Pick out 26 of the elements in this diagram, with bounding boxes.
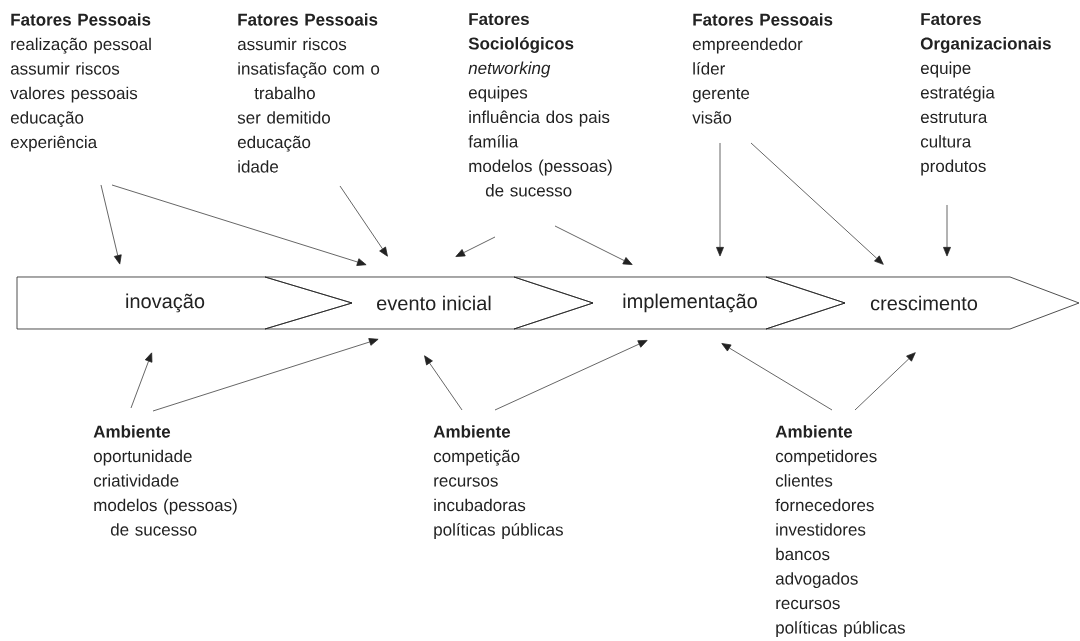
arrow <box>716 142 724 257</box>
arrow <box>943 204 951 257</box>
factor-list: Fatores Pessoais assumir riscos insatisfação com o trabalho ser demitido educação idade <box>237 13 380 173</box>
arrow <box>424 355 463 411</box>
arrow <box>130 352 153 409</box>
factor-list: Fatores Organizacionais equipe estratégia estrutura cultura produtos <box>920 13 1051 176</box>
factor-list: Ambiente oportunidade criatividade modelos (pessoas) de sucesso <box>93 425 237 536</box>
arrow <box>100 184 122 265</box>
factor-list: Ambiente competidores clientes fornecedores investidores bancos advogados recursos políticas públicas <box>775 425 905 638</box>
chevron-stage: inovação <box>16 276 353 330</box>
arrow <box>750 142 884 265</box>
arrow <box>494 340 648 411</box>
chevron-stage: crescimento <box>765 276 1080 330</box>
arrow <box>721 343 833 411</box>
arrow <box>455 236 496 257</box>
factor-list: Fatores Pessoais empreendedor líder gerente visão <box>692 13 833 124</box>
arrow <box>854 352 916 411</box>
arrow <box>339 185 388 257</box>
factor-list: Fatores Sociológicos networking equipes influência dos pais família modelos (pessoas) de sucesso <box>468 13 612 197</box>
arrow <box>152 338 379 412</box>
chevron-stage: evento inicial <box>264 276 594 330</box>
factor-list: Ambiente competição recursos incubadoras políticas públicas <box>433 425 563 540</box>
chevron-stage: implementação <box>513 276 846 330</box>
arrow <box>554 225 633 265</box>
factor-list: Fatores Pessoais realização pessoal assumir riscos valores pessoais educação experiência <box>10 13 151 152</box>
arrow <box>111 184 367 266</box>
